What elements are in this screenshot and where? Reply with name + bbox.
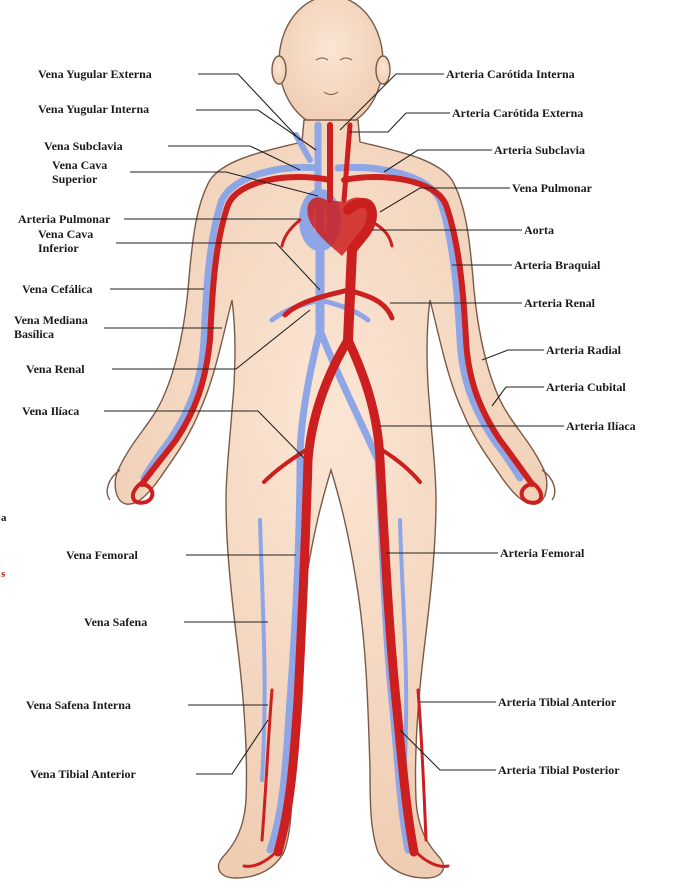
label-arteria-tibial-anterior: Arteria Tibial Anterior	[498, 695, 616, 709]
leader-arteria-radial	[482, 350, 544, 360]
label-arteria-braquial: Arteria Braquial	[514, 258, 600, 272]
label-vena-tibial-anterior: Vena Tibial Anterior	[30, 767, 136, 781]
label-vena-subclavia: Vena Subclavia	[44, 139, 123, 153]
label-arteria-iliaca: Arteria Ilíaca	[566, 419, 636, 433]
edge-fragment-a: a	[1, 512, 7, 524]
leader-arteria-carotida-externa	[350, 113, 450, 132]
label-vena-safena-interna: Vena Safena Interna	[26, 698, 131, 712]
label-vena-yugular-interna: Vena Yugular Interna	[38, 102, 149, 116]
label-arteria-carotida-interna: Arteria Carótida Interna	[446, 67, 575, 81]
head	[279, 0, 383, 128]
label-vena-pulmonar: Vena Pulmonar	[512, 181, 592, 195]
label-aorta: Aorta	[524, 223, 554, 237]
label-vena-femoral: Vena Femoral	[66, 548, 138, 562]
edge-fragment-s: s	[1, 568, 5, 580]
label-arteria-renal: Arteria Renal	[524, 296, 595, 310]
label-vena-safena: Vena Safena	[84, 615, 147, 629]
label-vena-yugular-externa: Vena Yugular Externa	[38, 67, 152, 81]
label-arteria-tibial-posterior: Arteria Tibial Posterior	[498, 763, 620, 777]
label-vena-cefalica: Vena Cefálica	[22, 282, 93, 296]
label-arteria-radial: Arteria Radial	[546, 343, 621, 357]
label-arteria-cubital: Arteria Cubital	[546, 380, 626, 394]
label-vena-cava-superior: Vena Cava Superior	[52, 158, 132, 186]
label-vena-mediana-basilica: Vena Mediana Basílica	[14, 313, 102, 341]
label-arteria-carotida-externa: Arteria Carótida Externa	[452, 106, 583, 120]
label-arteria-pulmonar: Arteria Pulmonar	[18, 212, 110, 226]
label-arteria-femoral: Arteria Femoral	[500, 546, 584, 560]
label-vena-iliaca: Vena Ilíaca	[22, 404, 79, 418]
label-vena-renal: Vena Renal	[26, 362, 85, 376]
label-arteria-subclavia: Arteria Subclavia	[494, 143, 585, 157]
label-vena-cava-inferior: Vena Cava Inferior	[38, 227, 113, 255]
